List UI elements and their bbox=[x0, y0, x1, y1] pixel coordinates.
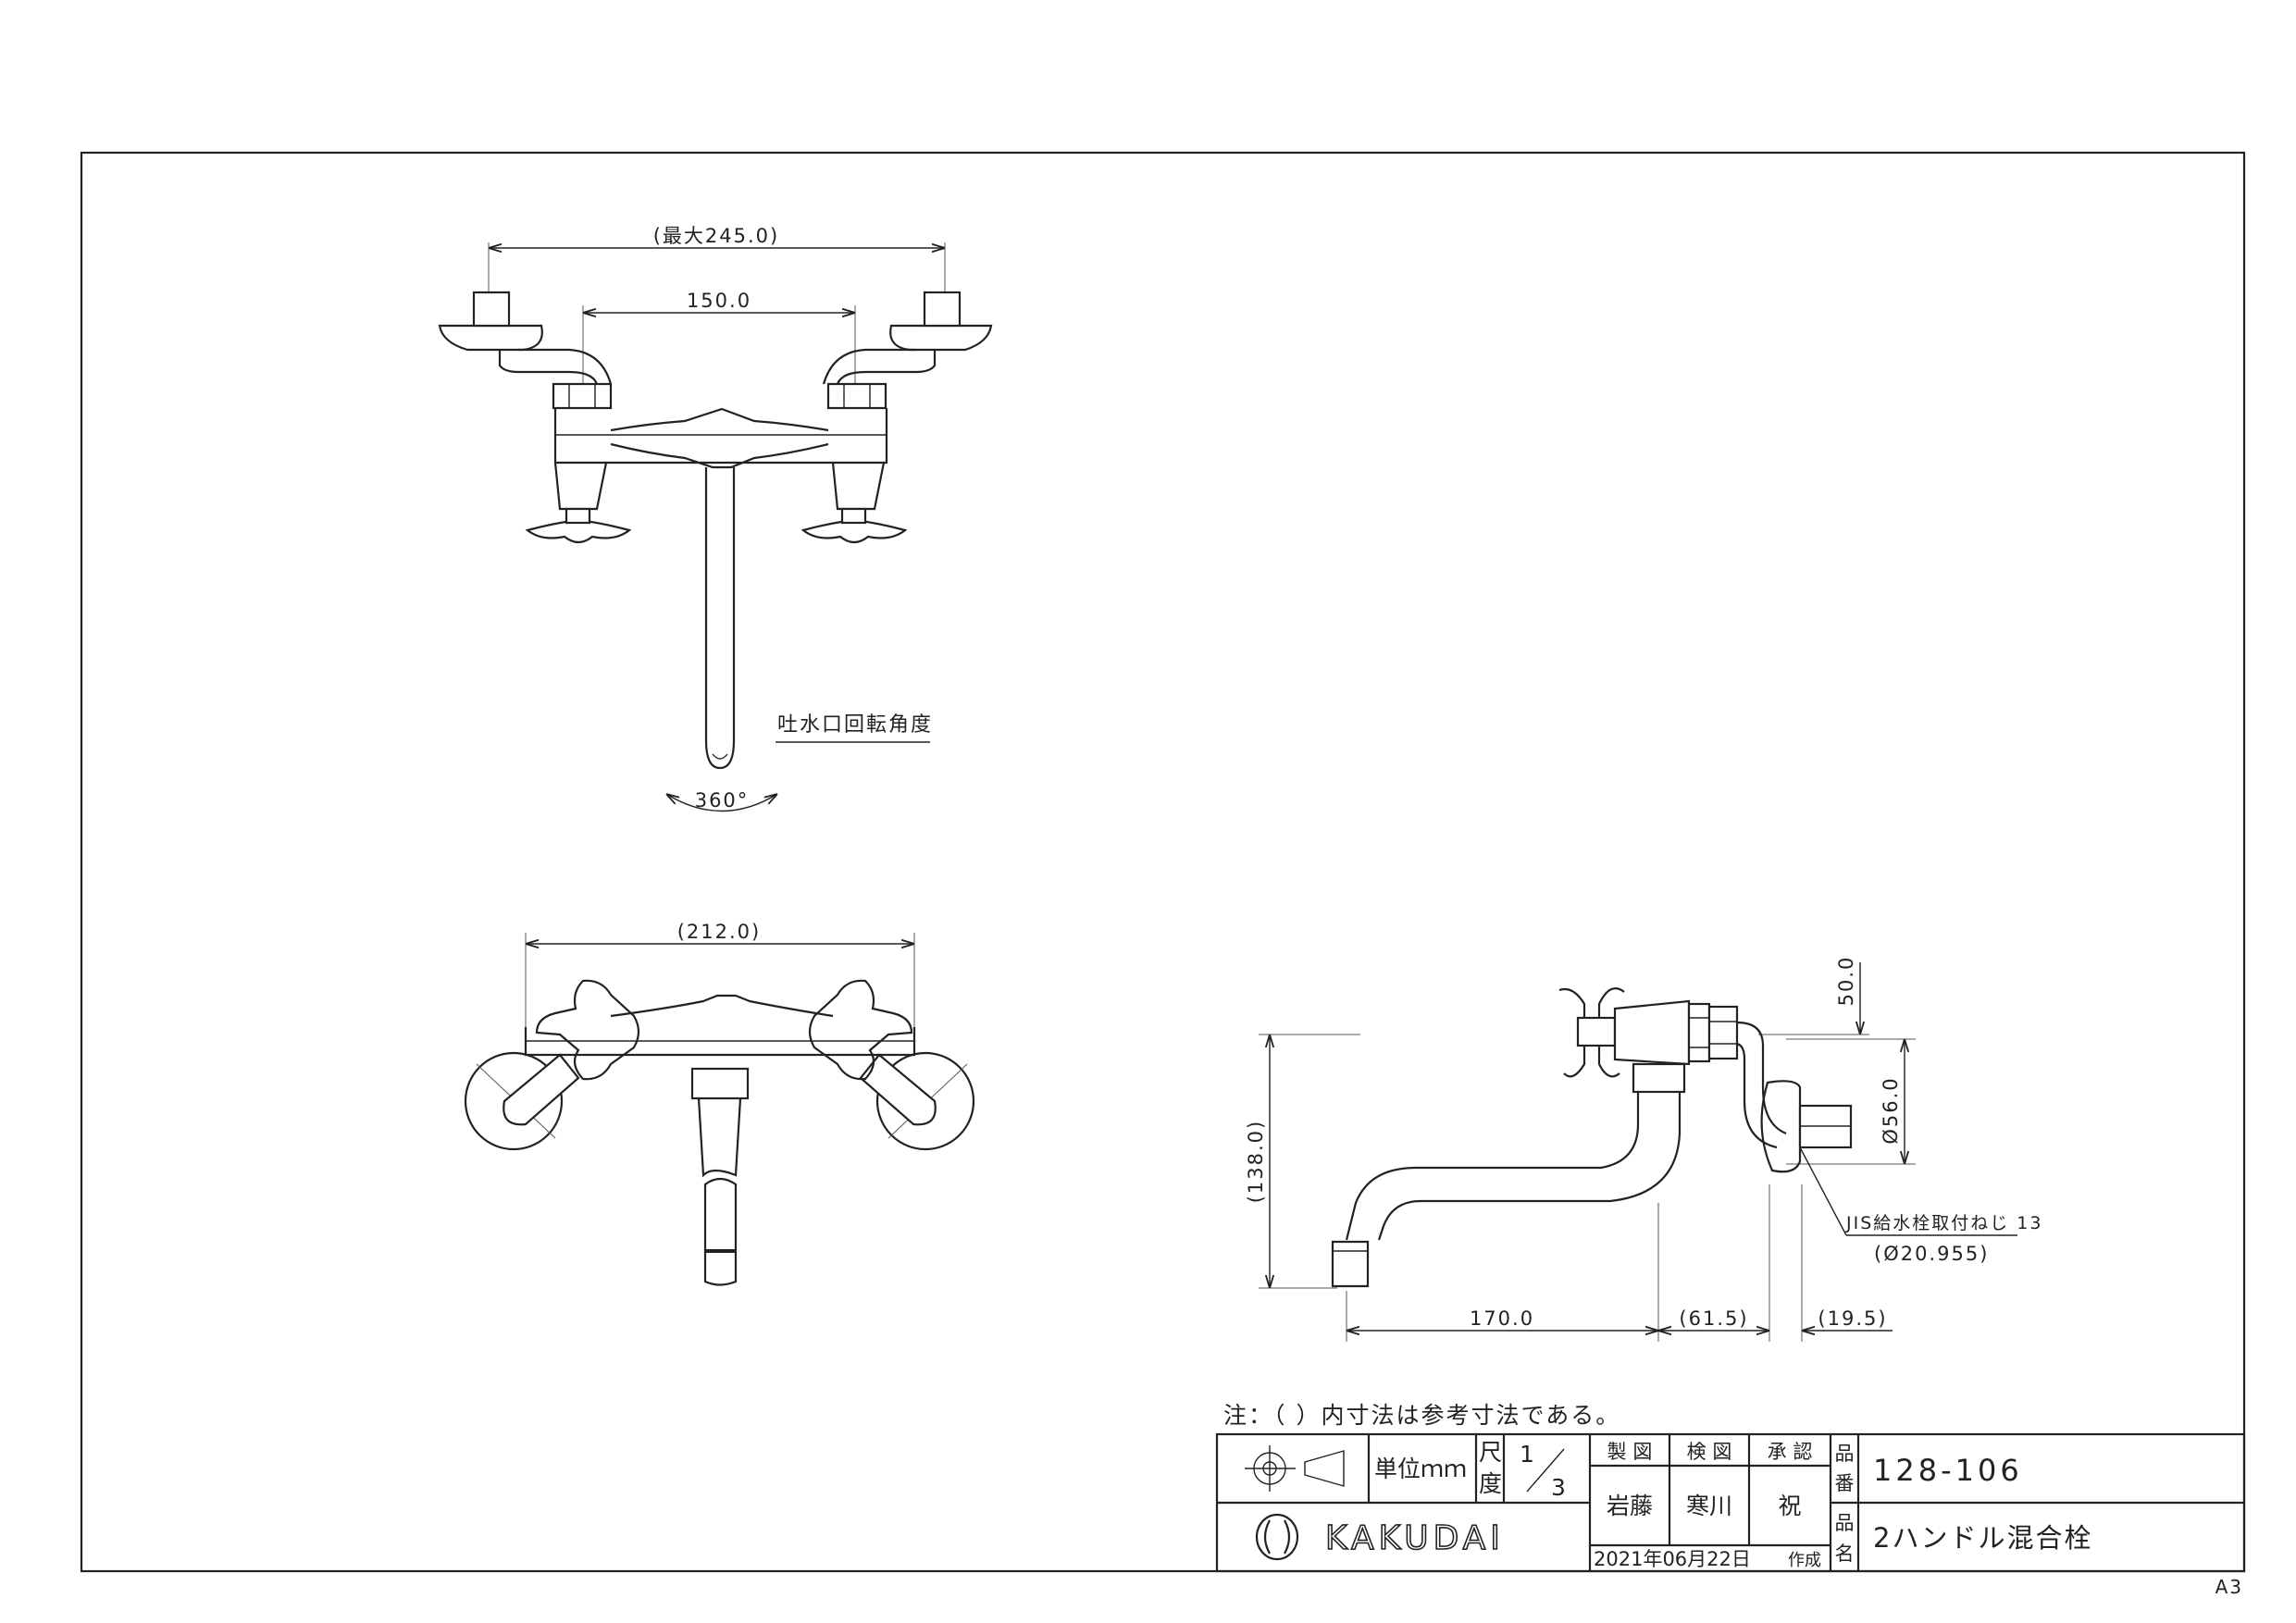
sheet-border bbox=[80, 151, 2246, 1573]
dim-front-width: (212.0) bbox=[677, 921, 762, 943]
dim-flange-diameter: Ø56.0 bbox=[1880, 1076, 1902, 1144]
drawing-date: 2021年06月22日 bbox=[1594, 1548, 1751, 1570]
dim-top: 50.0 bbox=[1835, 956, 1857, 1007]
part-no-label-1: 品 bbox=[1835, 1443, 1855, 1465]
part-name-label-2: 名 bbox=[1835, 1542, 1855, 1565]
dim-flange-depth: (19.5) bbox=[1818, 1307, 1887, 1330]
scale-denominator: 3 bbox=[1551, 1474, 1566, 1501]
approved-by: 祝 bbox=[1778, 1493, 1801, 1519]
dim-side-height: (138.0) bbox=[1245, 1120, 1267, 1204]
drawn-by: 岩藤 bbox=[1607, 1493, 1653, 1519]
part-no-label-2: 番 bbox=[1835, 1472, 1855, 1494]
checked-by: 寒川 bbox=[1686, 1493, 1732, 1519]
dim-overall-width: (最大245.0) bbox=[653, 225, 780, 247]
scale-label-2: 度 bbox=[1479, 1470, 1502, 1497]
logo-text: KAKUDAI bbox=[1325, 1519, 1505, 1557]
dim-spout-reach: 170.0 bbox=[1470, 1307, 1534, 1330]
part-name: 2ハンドル混合栓 bbox=[1873, 1522, 2092, 1554]
front-view: (212.0) bbox=[464, 921, 975, 1286]
scale-numerator: 1 bbox=[1520, 1441, 1534, 1468]
unit-label: 単位ｍｍ bbox=[1374, 1456, 1467, 1482]
scale-label-1: 尺 bbox=[1479, 1439, 1502, 1466]
approved-label: 承 認 bbox=[1768, 1441, 1813, 1463]
created-label: 作成 bbox=[1788, 1551, 1821, 1570]
thread-label: JIS給水栓取付ねじ 13 bbox=[1845, 1213, 2042, 1233]
checked-label: 検 図 bbox=[1687, 1441, 1732, 1463]
drawn-label: 製 図 bbox=[1607, 1441, 1653, 1463]
reference-note: 注：（ ）内寸法は参考寸法である。 bbox=[1223, 1402, 1620, 1429]
dim-body-depth: (61.5) bbox=[1679, 1307, 1748, 1330]
projection-symbol-icon bbox=[1245, 1445, 1345, 1492]
dim-center-distance: 150.0 bbox=[687, 290, 751, 312]
kakudai-logo: KAKUDAI bbox=[1255, 1513, 1505, 1561]
sheet-size: A3 bbox=[2215, 1576, 2243, 1598]
thread-diameter: (Ø20.955) bbox=[1874, 1243, 1989, 1265]
side-view: (138.0) 50.0 Ø56.0 JIS給水栓取付ねじ 13 bbox=[1245, 956, 2042, 1342]
title-block: 単位ｍｍ 尺 度 1 3 KAKUDAI 製 図 検 図 承 認 岩藤 寒川 祝… bbox=[1215, 1432, 2246, 1573]
rotation-angle: 360° bbox=[695, 789, 750, 812]
part-name-label-1: 品 bbox=[1835, 1512, 1855, 1534]
top-view: (最大245.0) 150.0 bbox=[438, 225, 993, 812]
part-number: 128-106 bbox=[1873, 1453, 2023, 1488]
spout-rotation-label: 吐水口回転角度 bbox=[777, 713, 933, 737]
